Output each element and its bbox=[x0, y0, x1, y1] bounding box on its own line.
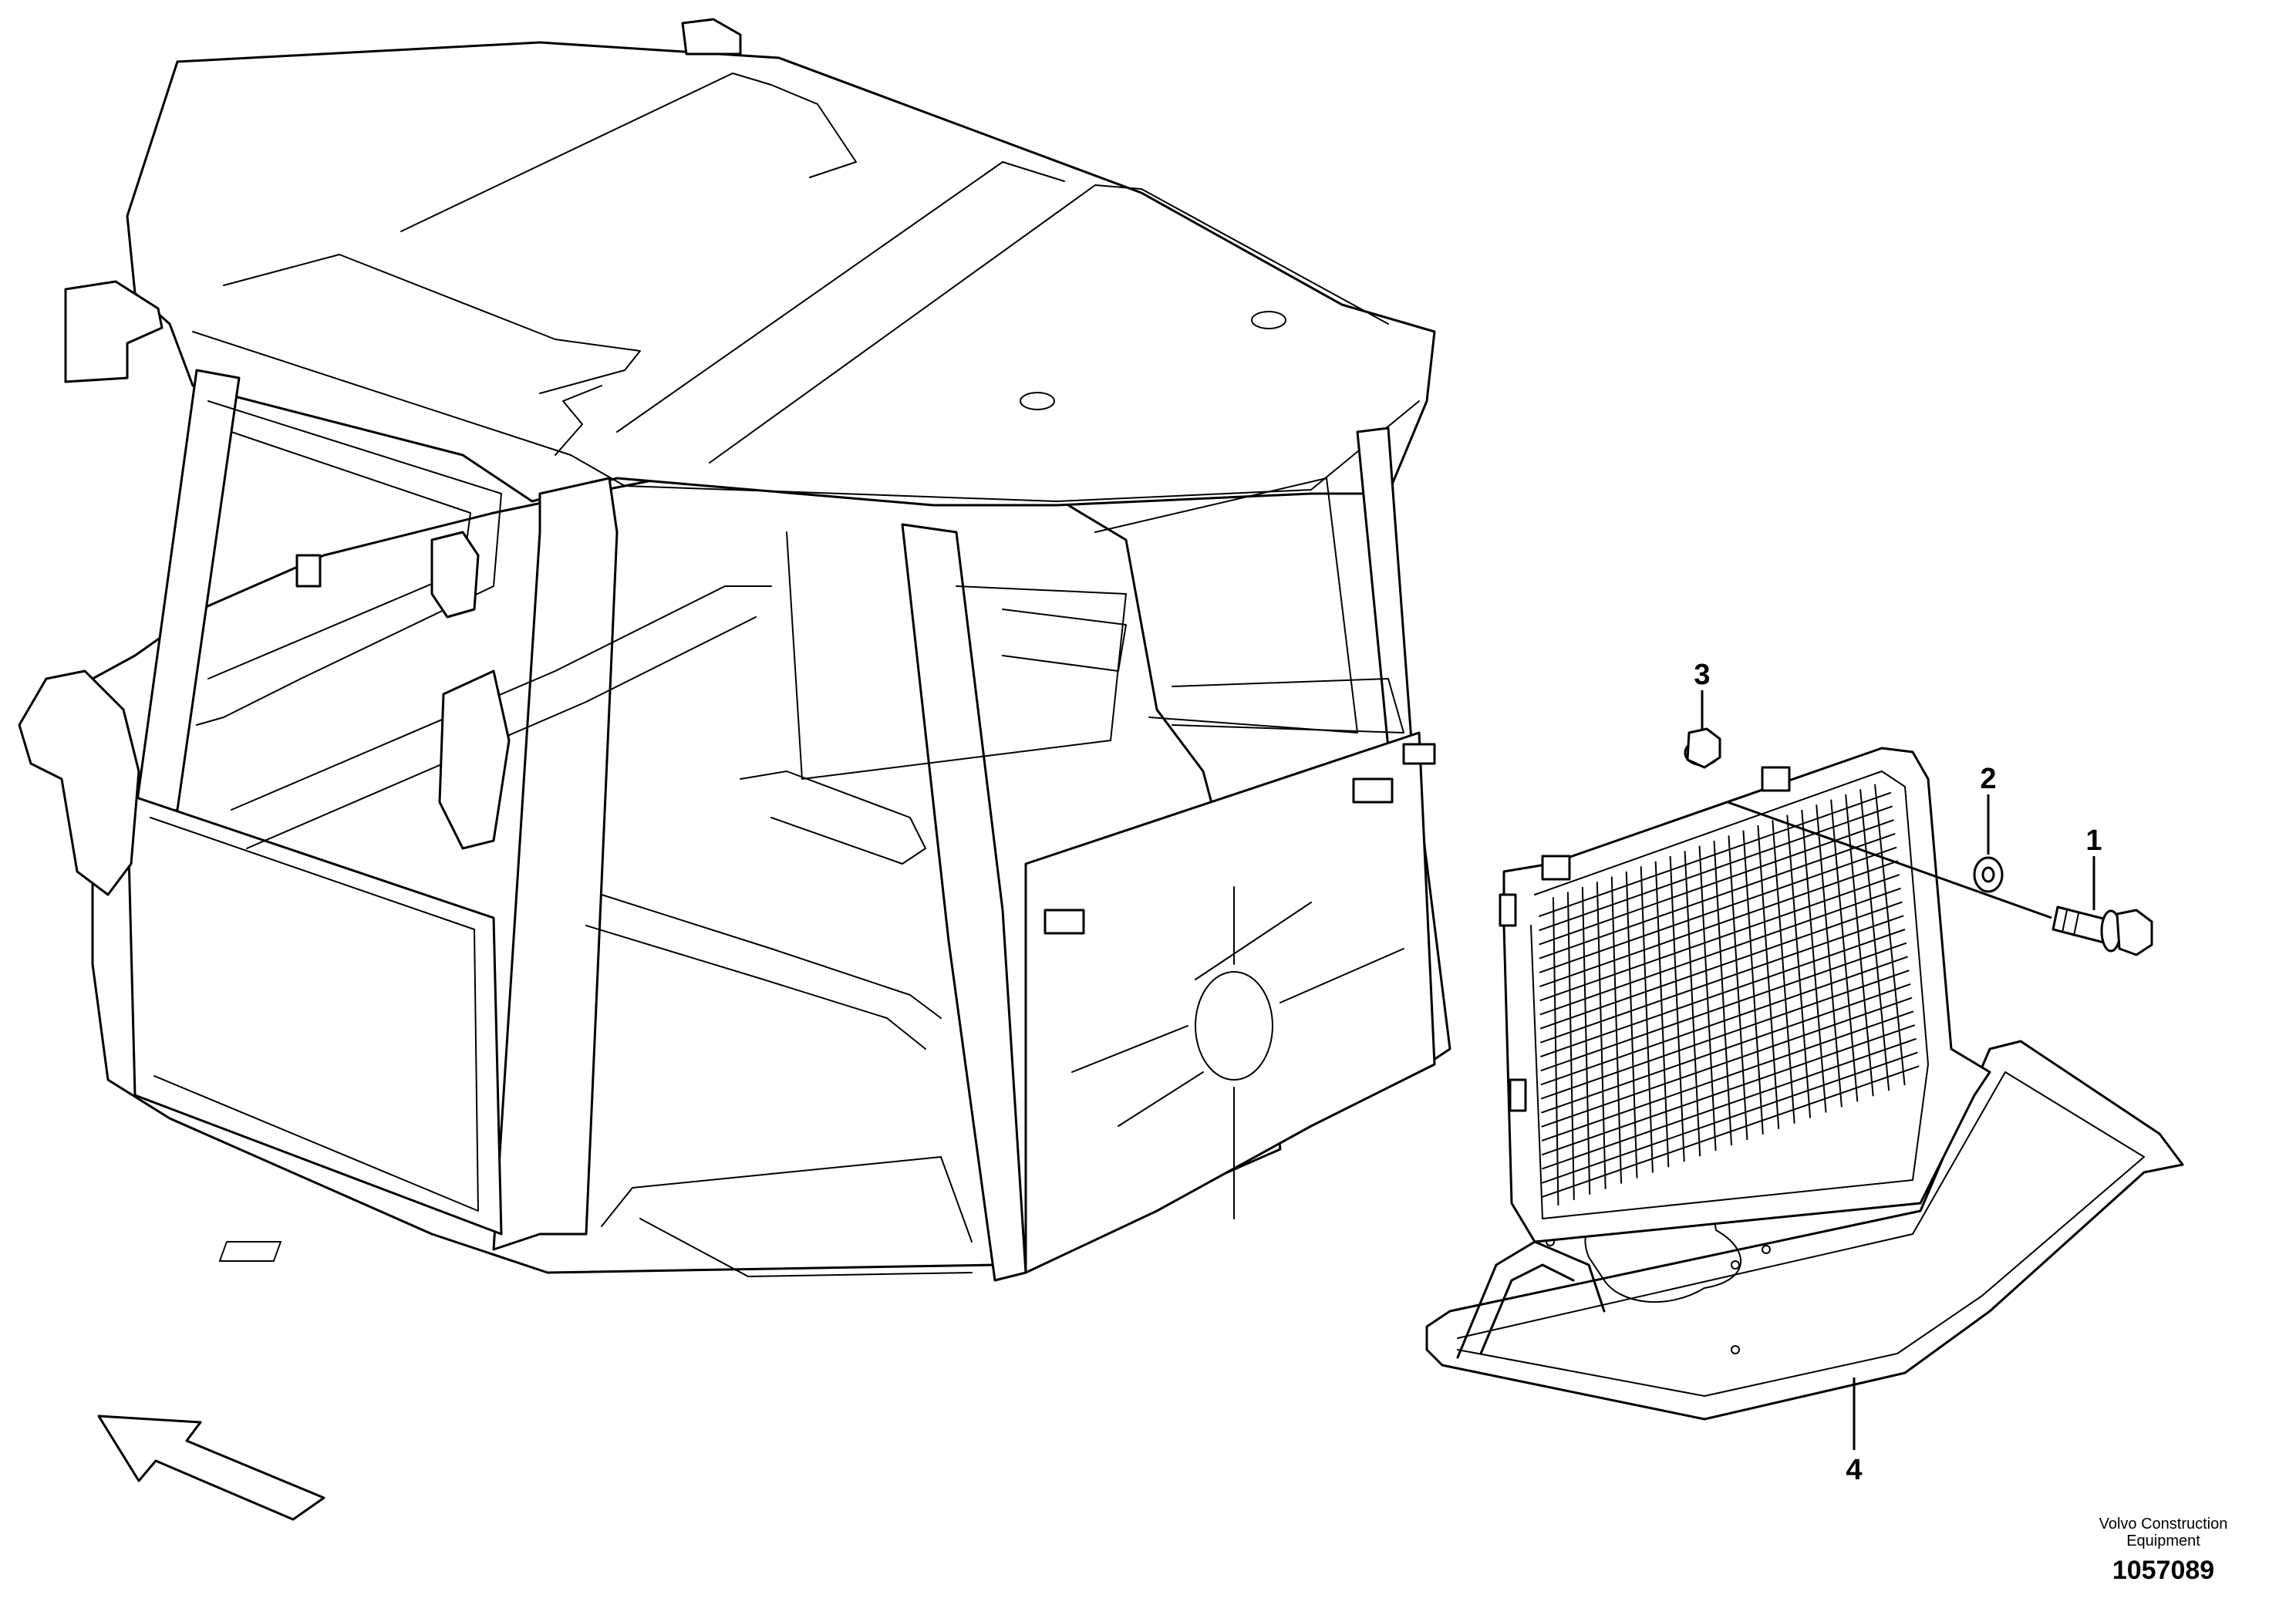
flange-nut bbox=[1684, 727, 1721, 769]
mesh-wire-horizontal bbox=[1539, 832, 1896, 959]
interior-rail bbox=[601, 894, 942, 1019]
interior-rail-2 bbox=[585, 925, 926, 1050]
flange-nut-hex bbox=[1686, 727, 1721, 769]
rear-left-pillar bbox=[133, 369, 241, 819]
callout-1: 1 bbox=[2085, 824, 2102, 857]
rear-right-panel bbox=[1024, 731, 1436, 1274]
side-rail-right bbox=[1172, 678, 1404, 733]
mesh-wire-horizontal bbox=[1539, 860, 1899, 988]
hinge-bracket-top-left bbox=[64, 280, 164, 383]
front-door-inner bbox=[150, 817, 479, 1212]
handle-left-1 bbox=[295, 554, 322, 588]
interior-beam-1 bbox=[231, 585, 772, 811]
handle-rear-1 bbox=[1043, 909, 1085, 935]
guard-hole-1 bbox=[1731, 1260, 1740, 1270]
rear-panel-rib-5 bbox=[1195, 902, 1312, 980]
mesh-wire-horizontal bbox=[1539, 846, 1897, 973]
brand-line-2: Equipment bbox=[2126, 1533, 2200, 1549]
roof-hole-1 bbox=[1020, 392, 1055, 410]
mesh-wire-horizontal bbox=[1541, 983, 1911, 1114]
flange-bolt-head bbox=[2116, 909, 2153, 956]
mesh-wire-horizontal bbox=[1539, 915, 1904, 1044]
guard-mesh bbox=[1538, 784, 1920, 1206]
floor-front-edge bbox=[639, 1218, 973, 1277]
roof-hole-2 bbox=[1251, 311, 1286, 329]
left-mount-bracket bbox=[18, 669, 140, 896]
interior-back-wall bbox=[786, 531, 1127, 780]
mesh-wire-horizontal bbox=[1540, 929, 1906, 1057]
front-door-panel bbox=[126, 793, 503, 1236]
mesh-wire-horizontal bbox=[1539, 901, 1903, 1030]
cab-roof bbox=[126, 41, 1436, 507]
direction-arrow bbox=[97, 1415, 325, 1521]
mesh-wire-horizontal bbox=[1541, 996, 1913, 1128]
rear-window-frame bbox=[1094, 477, 1358, 733]
guard-base-inner-rim bbox=[1457, 1071, 2145, 1397]
mesh-wire-horizontal bbox=[1542, 1065, 1920, 1198]
hinge-bracket-top bbox=[681, 18, 742, 56]
mesh-wire-horizontal bbox=[1540, 942, 1907, 1072]
guard-support-tube-b bbox=[1479, 1263, 1575, 1355]
guard-screen-inner bbox=[1530, 771, 1929, 1219]
guard-hole-2 bbox=[1762, 1245, 1771, 1254]
brand-line-1: Volvo Construction bbox=[2099, 1516, 2228, 1533]
guard-top-bracket-2 bbox=[1761, 766, 1791, 792]
guard-top-bracket-1 bbox=[1541, 855, 1571, 881]
handle-rear-2 bbox=[1352, 777, 1394, 804]
flange-bolt-thread-1 bbox=[2062, 909, 2068, 933]
mesh-wire-horizontal bbox=[1541, 1010, 1914, 1142]
roof-edge-front bbox=[192, 331, 1420, 502]
washer-inner bbox=[1981, 866, 1995, 883]
washer bbox=[1973, 856, 2004, 893]
leader-bolt-axis bbox=[1727, 801, 2052, 919]
mesh-wire-horizontal bbox=[1540, 956, 1908, 1086]
interior-bracket bbox=[438, 669, 511, 850]
mesh-wire-horizontal bbox=[1539, 805, 1893, 932]
mesh-wire-horizontal bbox=[1538, 791, 1892, 918]
callout-3: 3 bbox=[1694, 659, 1710, 691]
rear-panel-rib-3 bbox=[1071, 1025, 1188, 1073]
flange-bolt-thread-2 bbox=[2073, 912, 2079, 936]
mesh-wire-horizontal bbox=[1540, 969, 1910, 1100]
guard-screen-frame bbox=[1502, 747, 1991, 1243]
floor-plate bbox=[218, 1241, 282, 1262]
rear-panel-rib-6 bbox=[1118, 1071, 1204, 1127]
floor-outline bbox=[601, 1156, 973, 1243]
rear-panel-rib-4 bbox=[1279, 948, 1404, 1003]
guard-base-plate bbox=[1425, 1040, 2184, 1421]
callout-4: 4 bbox=[1846, 1454, 1862, 1486]
handle-rear-3 bbox=[1402, 743, 1436, 765]
roof-skylight-left bbox=[223, 254, 641, 394]
interior-shelf bbox=[740, 771, 926, 865]
roof-front-rim bbox=[555, 385, 602, 456]
guard-hole-3 bbox=[1731, 1345, 1740, 1354]
mesh-wire-horizontal bbox=[1539, 887, 1901, 1016]
mesh-wire-horizontal bbox=[1541, 1037, 1917, 1170]
interior-cross bbox=[1002, 609, 1127, 672]
flange-bolt bbox=[2052, 905, 2153, 956]
mesh-wire-horizontal bbox=[1542, 1051, 1918, 1184]
interior-beam-2 bbox=[246, 616, 757, 849]
front-left-pillar bbox=[492, 477, 619, 1251]
mesh-wire-horizontal bbox=[1539, 874, 1900, 1002]
protective-guard bbox=[1425, 747, 2184, 1421]
hinge-plate-left bbox=[430, 531, 480, 619]
roof-ridge-b bbox=[616, 161, 1065, 433]
guard-tab-left-bottom bbox=[1509, 1078, 1527, 1112]
rear-panel-circle bbox=[1195, 971, 1273, 1081]
mesh-wire-horizontal bbox=[1541, 1024, 1916, 1156]
callout-2: 2 bbox=[1980, 763, 1996, 795]
cab-frame bbox=[18, 18, 1451, 1282]
document-number: 1057089 bbox=[2112, 1556, 2214, 1585]
roof-skylight-right bbox=[400, 73, 857, 232]
guard-tab-left-top bbox=[1499, 893, 1517, 927]
roof-ridge bbox=[709, 184, 1389, 464]
left-window-frame bbox=[196, 400, 502, 726]
